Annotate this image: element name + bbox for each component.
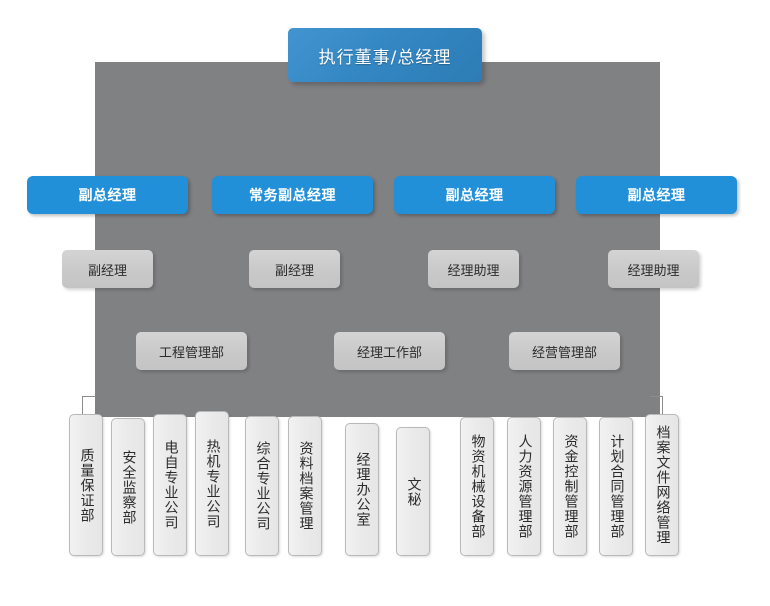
node-unit-12-label: 计划合同管理部 (608, 434, 625, 539)
node-unit-7[interactable]: 经理办公室 (345, 423, 379, 556)
node-unit-8[interactable]: 文秘 (396, 427, 430, 556)
node-unit-8-label: 文秘 (405, 476, 422, 507)
node-unit-11-label: 资金控制管理部 (562, 434, 579, 539)
node-executive-director[interactable]: 执行董事/总经理 (288, 28, 482, 82)
node-vice-gm-4[interactable]: 副总经理 (576, 176, 737, 214)
connector-right-vertical (662, 396, 663, 418)
node-assistant-4[interactable]: 经理助理 (608, 250, 699, 288)
node-assistant-3-label: 经理助理 (447, 263, 500, 279)
node-unit-2[interactable]: 安全监察部 (111, 418, 145, 556)
node-vice-gm-2-label: 常务副总经理 (249, 188, 336, 204)
node-unit-3-label: 电自专业公司 (162, 440, 179, 530)
node-vice-gm-3-label: 副总经理 (445, 188, 504, 204)
node-unit-12[interactable]: 计划合同管理部 (599, 417, 633, 556)
node-unit-7-label: 经理办公室 (354, 452, 371, 527)
node-department-2-label: 经理工作部 (356, 345, 422, 361)
node-department-3-label: 经营管理部 (531, 345, 597, 361)
node-unit-9[interactable]: 物资机械设备部 (460, 417, 494, 556)
node-assistant-1-label: 副经理 (87, 263, 127, 279)
node-unit-10[interactable]: 人力资源管理部 (507, 417, 541, 556)
node-department-3[interactable]: 经营管理部 (509, 332, 620, 370)
node-vice-gm-3[interactable]: 副总经理 (394, 176, 555, 214)
node-department-2[interactable]: 经理工作部 (334, 332, 445, 370)
node-assistant-2-label: 副经理 (274, 263, 314, 279)
node-unit-13[interactable]: 档案文件网络管理 (645, 414, 679, 556)
node-unit-10-label: 人力资源管理部 (516, 434, 533, 539)
node-unit-2-label: 安全监察部 (120, 449, 137, 525)
node-unit-6-label: 资料档案管理 (297, 441, 314, 531)
node-unit-3[interactable]: 电自专业公司 (153, 414, 187, 556)
node-unit-1-label: 质量保证部 (78, 447, 95, 523)
node-department-1[interactable]: 工程管理部 (136, 332, 247, 370)
node-department-1-label: 工程管理部 (158, 345, 224, 361)
node-vice-gm-1-label: 副总经理 (78, 188, 137, 204)
node-unit-5-label: 综合专业公司 (254, 441, 271, 531)
node-vice-gm-4-label: 副总经理 (627, 188, 686, 204)
node-unit-9-label: 物资机械设备部 (469, 434, 486, 539)
node-executive-director-label: 执行董事/总经理 (318, 47, 452, 68)
node-unit-1[interactable]: 质量保证部 (69, 414, 103, 556)
node-unit-11[interactable]: 资金控制管理部 (553, 417, 587, 556)
node-unit-13-label: 档案文件网络管理 (654, 425, 671, 545)
node-assistant-4-label: 经理助理 (627, 263, 680, 279)
node-vice-gm-2[interactable]: 常务副总经理 (212, 176, 373, 214)
node-assistant-2[interactable]: 副经理 (249, 250, 340, 288)
node-assistant-3[interactable]: 经理助理 (428, 250, 519, 288)
node-vice-gm-1[interactable]: 副总经理 (27, 176, 188, 214)
node-unit-4[interactable]: 热机专业公司 (195, 411, 229, 556)
node-unit-4-label: 热机专业公司 (204, 438, 221, 529)
node-unit-6[interactable]: 资料档案管理 (288, 416, 322, 556)
node-assistant-1[interactable]: 副经理 (62, 250, 153, 288)
node-unit-5[interactable]: 综合专业公司 (245, 416, 279, 556)
connector-left-horizontal (82, 396, 96, 397)
connector-left-vertical (82, 396, 83, 418)
connector-right-horizontal (650, 396, 663, 397)
